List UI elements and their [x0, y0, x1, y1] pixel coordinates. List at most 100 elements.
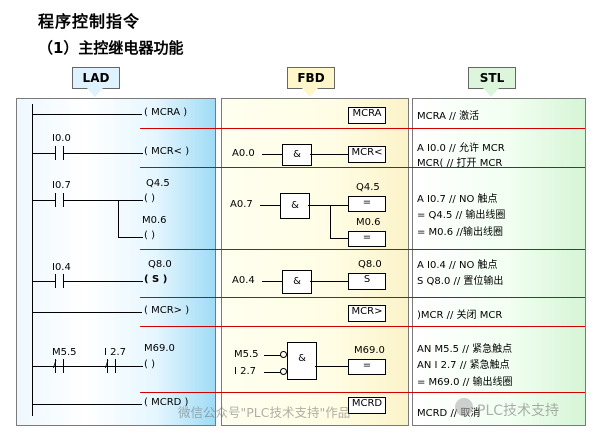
fbd-down-arrow-icon: [302, 88, 318, 97]
fbd-set-box: S: [348, 273, 386, 290]
fbd-wire: [262, 154, 282, 155]
row-separator: [140, 249, 585, 250]
stl-panel: [412, 98, 586, 426]
watermark-text: 微信公众号"PLC技术支持"作品: [178, 405, 351, 420]
fbd-wire: [308, 205, 348, 206]
stl-line: = Q4.5 // 输出线圈: [417, 210, 506, 221]
fbd-mcrd-box: MCRD: [348, 397, 386, 414]
fbd-and-block: &: [280, 193, 310, 219]
rung-wire: [32, 200, 55, 201]
fbd-input-label: A0.4: [232, 275, 255, 286]
negation-circle-icon: [280, 351, 287, 358]
rung-wire: [32, 114, 142, 115]
fbd-input-label: A0.7: [230, 199, 253, 210]
contact-bar: [63, 359, 64, 373]
fbd-wire: [330, 205, 331, 238]
contact-bar: [55, 146, 56, 160]
fbd-input-label: A0.0: [232, 148, 255, 159]
fbd-output-label: Q4.5: [356, 182, 380, 193]
contact-bar: [55, 274, 56, 288]
stl-down-arrow-icon: [483, 88, 499, 97]
fbd-assign-box: =: [348, 231, 386, 247]
fbd-wire: [310, 154, 348, 155]
lad-panel: [16, 98, 216, 426]
lad-down-arrow-icon: [87, 88, 103, 97]
fbd-wire: [310, 281, 348, 282]
lad-contact-label: I0.4: [52, 262, 71, 273]
stl-line: AN I 2.7 // 紧急触点: [417, 360, 510, 371]
fbd-assign-box: =: [348, 359, 386, 375]
rung-wire: [32, 281, 55, 282]
rung-wire: [63, 200, 143, 201]
power-rail: [32, 104, 33, 416]
stl-line: )MCR // 关闭 MCR: [417, 310, 503, 321]
lad-coil-label: Q4.5: [146, 178, 170, 189]
fbd-wire: [330, 238, 348, 239]
lad-output-coil: ( ): [144, 230, 155, 241]
section-subtitle: （1）主控继电器功能: [38, 39, 184, 57]
lad-contact-label: M5.5: [52, 347, 77, 358]
lad-coil-label: Q8.0: [148, 259, 172, 270]
fbd-output-label: M69.0: [354, 345, 385, 356]
row-separator: [140, 297, 585, 298]
contact-bar: [115, 359, 116, 373]
fbd-mcr-close-box: MCR>: [348, 305, 386, 322]
rung-wire: [32, 153, 55, 154]
row-separator: [140, 326, 585, 327]
row-separator: [140, 392, 585, 393]
fbd-output-label: M0.6: [356, 217, 381, 228]
lad-mcr-close-coil: ( MCR> ): [144, 305, 190, 316]
lad-mcr-open-coil: ( MCR< ): [144, 146, 190, 157]
fbd-mcra-box: MCRA: [348, 107, 386, 124]
fbd-wire: [264, 372, 282, 373]
stl-line: S Q8.0 // 置位输出: [417, 276, 504, 287]
fbd-and-block: &: [282, 270, 312, 294]
fbd-and-block: &: [287, 342, 317, 380]
row-separator: [140, 167, 585, 168]
fbd-assign-box: =: [348, 196, 386, 212]
rung-wire: [118, 237, 143, 238]
nc-contact-slash-icon: /: [105, 359, 109, 370]
contact-bar: [55, 359, 56, 373]
stl-line: AN M5.5 // 紧急触点: [417, 344, 513, 355]
lad-mcra-coil: ( MCRA ): [144, 107, 188, 118]
stl-line: A I0.0 // 允许 MCR: [417, 143, 505, 154]
lad-output-coil: ( ): [144, 193, 155, 204]
nc-contact-slash-icon: /: [53, 359, 57, 370]
rung-wire: [63, 153, 143, 154]
lad-set-coil: ( S ): [144, 274, 168, 285]
rung-wire: [32, 404, 142, 405]
row-separator: [140, 128, 585, 129]
fbd-wire: [262, 281, 282, 282]
page-title: 程序控制指令: [38, 12, 141, 31]
lad-contact-label: I 2.7: [104, 347, 127, 358]
lad-contact-label: I0.7: [52, 180, 71, 191]
lad-mcrd-coil: ( MCRD ): [144, 397, 189, 408]
fbd-input-label: I 2.7: [234, 366, 257, 377]
rung-wire: [63, 281, 143, 282]
wechat-logo-icon: [455, 398, 473, 416]
watermark-brand: PLC技术支持: [477, 403, 560, 419]
lad-contact-label: I0.0: [52, 133, 71, 144]
fbd-wire: [264, 355, 282, 356]
stl-line: MCRA // 激活: [417, 111, 480, 122]
stl-line: MCRD // 取消: [417, 408, 481, 419]
fbd-output-label: Q8.0: [358, 259, 382, 270]
stl-line: A I0.4 // NO 触点: [417, 260, 498, 271]
lad-header: LAD: [72, 67, 120, 89]
stl-line: A I0.7 // NO 触点: [417, 194, 498, 205]
fbd-input-label: M5.5: [234, 349, 259, 360]
lad-coil-label: M69.0: [144, 343, 175, 354]
fbd-wire: [260, 205, 280, 206]
stl-header: STL: [468, 67, 516, 89]
fbd-and-block: &: [282, 144, 312, 166]
fbd-wire: [315, 366, 348, 367]
rung-wire: [32, 366, 143, 367]
negation-circle-icon: [280, 368, 287, 375]
lad-coil-label: M0.6: [142, 215, 167, 226]
fbd-mcr-open-box: MCR<: [348, 146, 386, 163]
fbd-header: FBD: [287, 67, 335, 89]
rung-wire: [32, 312, 142, 313]
contact-bar: [55, 193, 56, 207]
stl-line: = M0.6 //输出线圈: [417, 227, 504, 238]
